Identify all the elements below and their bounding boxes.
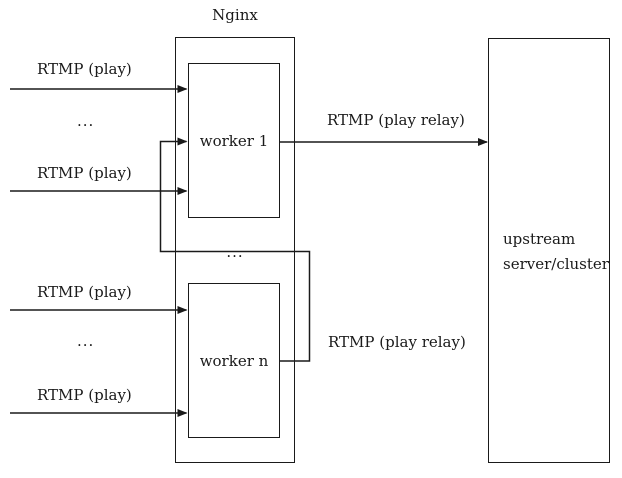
- upstream-label-line1: upstream: [503, 230, 576, 248]
- workern-box: worker n: [188, 283, 280, 438]
- upstream-box-label: upstream server/cluster: [503, 227, 609, 277]
- workern-label: worker n: [199, 351, 269, 370]
- rtmp-play-label-3: RTMP (play): [37, 283, 132, 301]
- arrow-loop-workern-worker1: [159, 137, 311, 362]
- upstream-server-box: [488, 38, 610, 463]
- worker1-box: worker 1: [188, 63, 280, 218]
- play-streams-ellipsis-top: ...: [77, 112, 95, 130]
- rtmp-play-label-1: RTMP (play): [37, 60, 132, 78]
- rtmp-play-relay-label-bottom: RTMP (play relay): [328, 333, 466, 351]
- workers-between-ellipsis: ...: [226, 243, 244, 261]
- rtmp-play-label-2: RTMP (play): [37, 164, 132, 182]
- play-streams-ellipsis-bottom: ...: [77, 332, 95, 350]
- worker1-label: worker 1: [199, 131, 269, 150]
- nginx-box-title: Nginx: [212, 6, 258, 24]
- rtmp-play-label-4: RTMP (play): [37, 386, 132, 404]
- nginx-box: [175, 37, 295, 463]
- rtmp-play-relay-label-top: RTMP (play relay): [327, 111, 465, 129]
- upstream-label-line2: server/cluster: [503, 255, 609, 273]
